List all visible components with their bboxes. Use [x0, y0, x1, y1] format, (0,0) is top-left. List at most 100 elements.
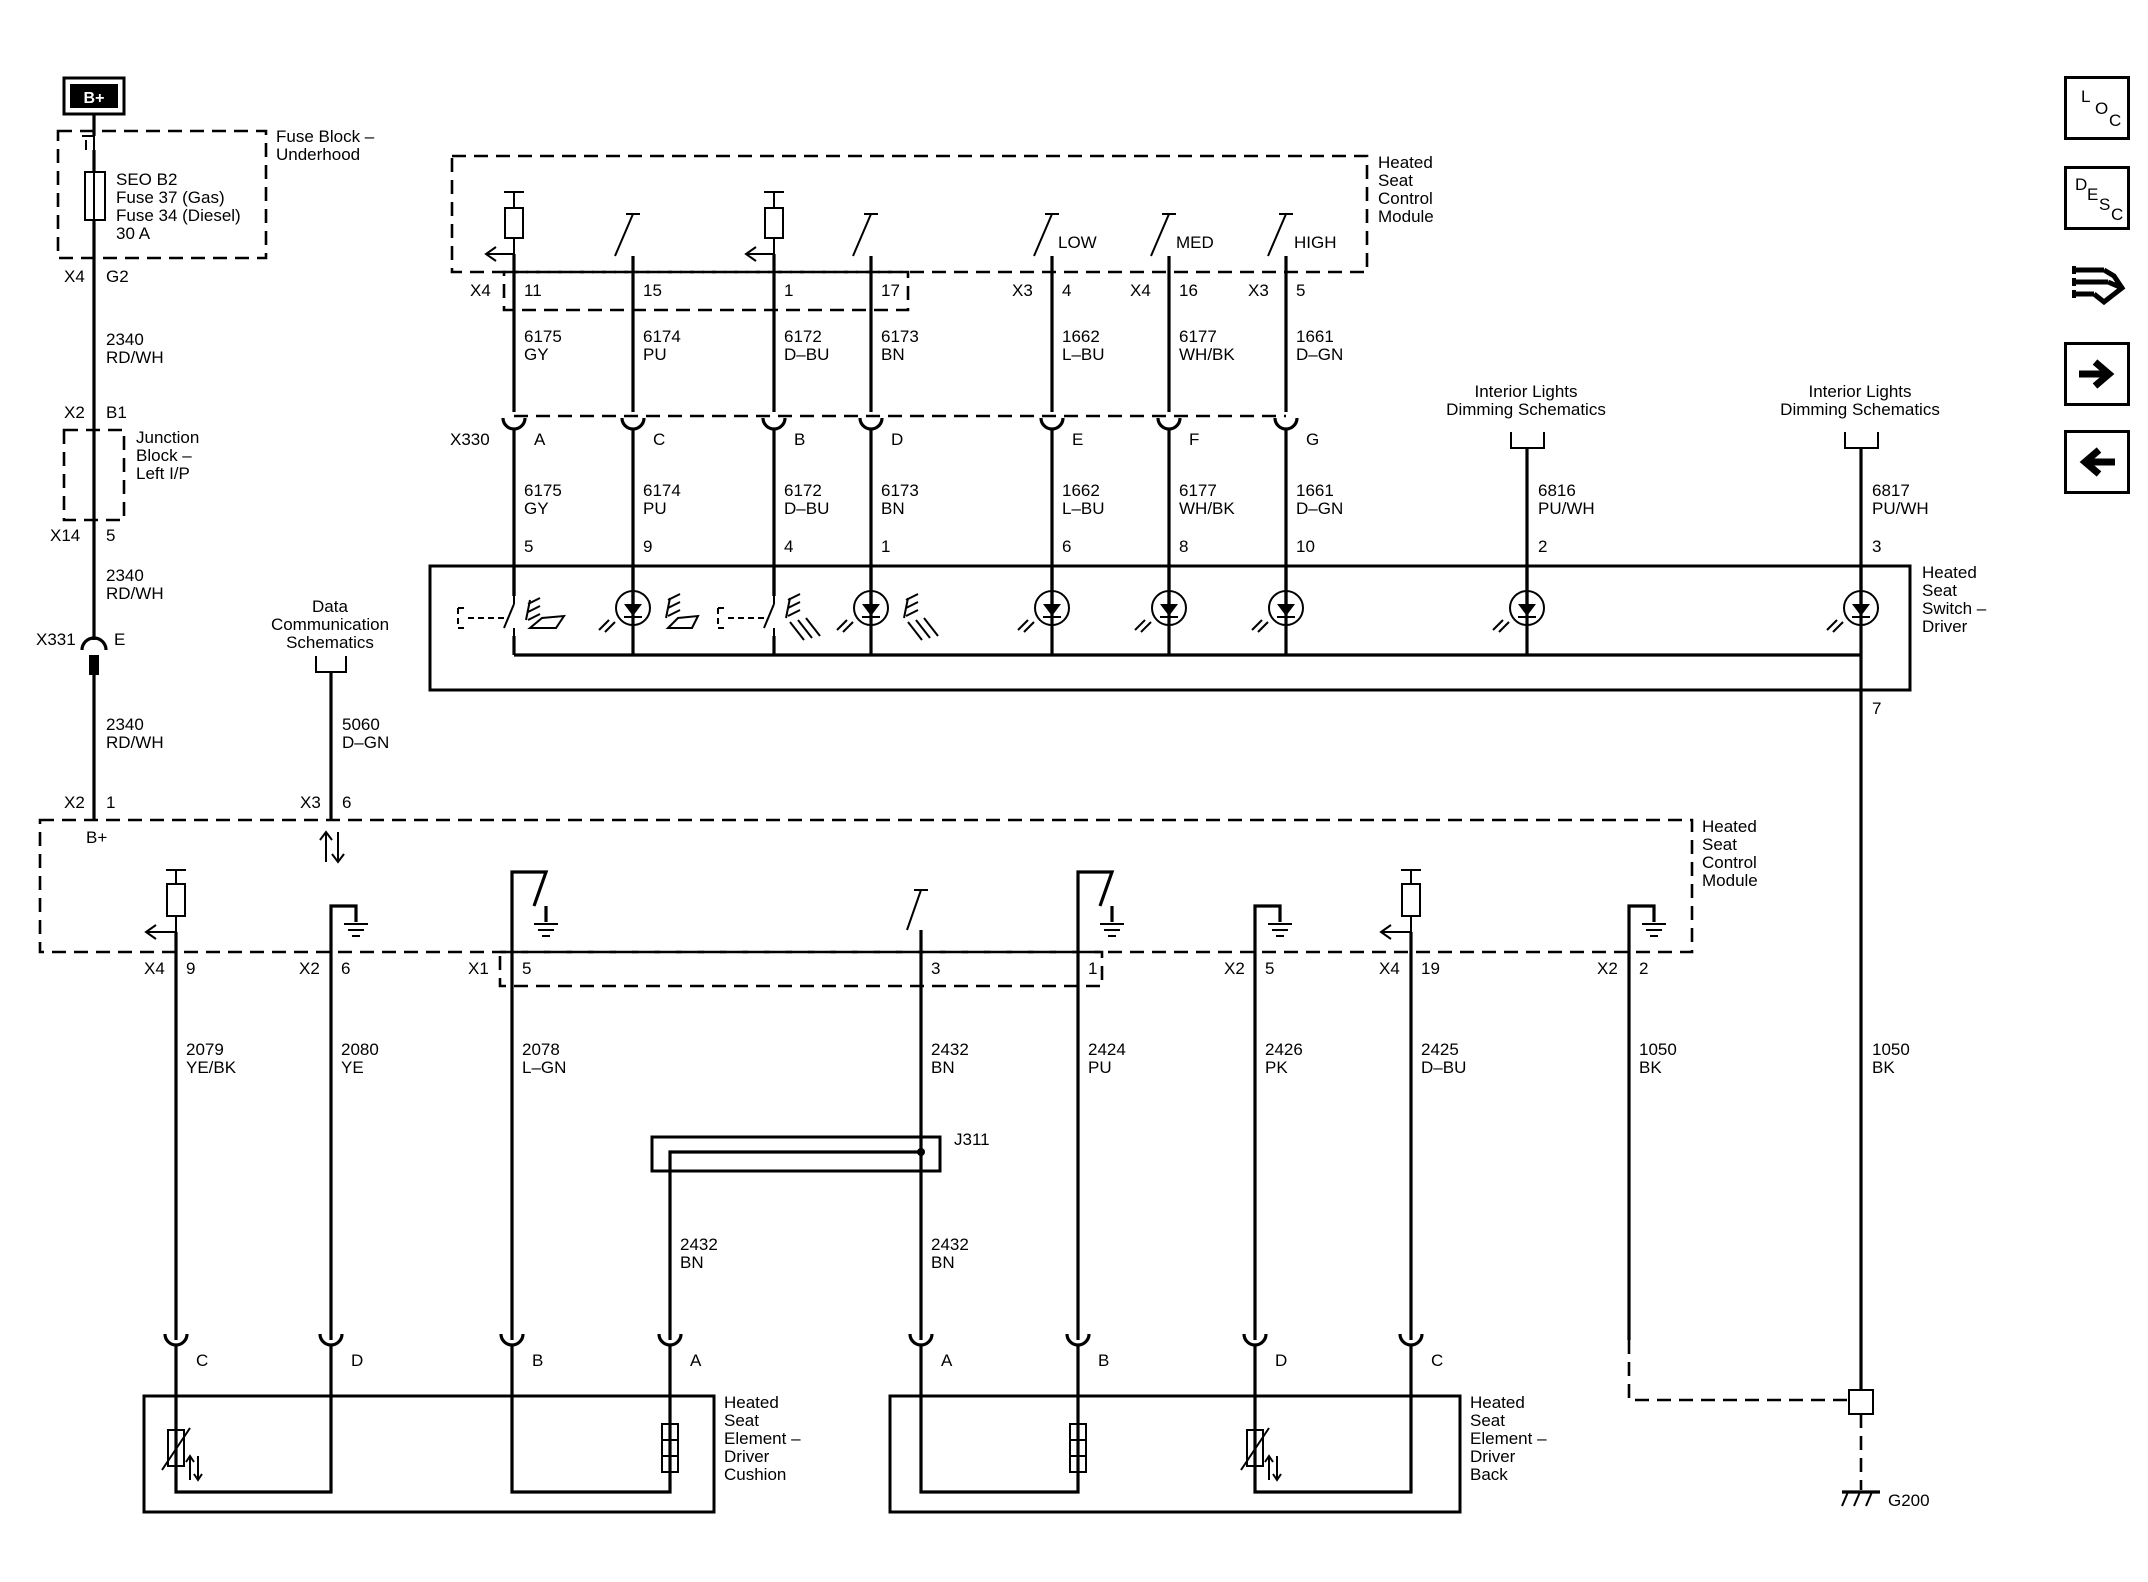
switch-title-3: Switch –	[1922, 599, 1987, 618]
location-button[interactable]: L O C	[2064, 76, 2130, 140]
diagram-label: X2	[1597, 959, 1618, 978]
switch-label-high: HIGH	[1294, 233, 1337, 252]
top-pin-4: 17	[881, 281, 900, 300]
diagram-label: 2	[1538, 537, 1547, 556]
data-comm-pin: 6	[342, 793, 351, 812]
junction-pin-bottom: 5	[106, 526, 115, 545]
diagram-label: 19	[1421, 959, 1440, 978]
diagram-label: 1661	[1296, 327, 1334, 346]
description-button[interactable]: D E S C	[2064, 166, 2130, 230]
top-conn-7: X3	[1248, 281, 1269, 300]
top-hscm-title-1: Heated	[1378, 153, 1433, 172]
diagram-label: PU	[643, 345, 667, 364]
top-pin-6: 16	[1179, 281, 1198, 300]
diagram-label: 6816	[1538, 481, 1576, 500]
diagram-label: G	[1306, 430, 1319, 449]
diagram-label: D–GN	[1296, 345, 1343, 364]
diagram-label: PU/WH	[1872, 499, 1929, 518]
cushion-title-4: Driver	[724, 1447, 770, 1466]
diagram-label: 5	[524, 537, 533, 556]
top-pin-5: 4	[1062, 281, 1071, 300]
diagram-label: 1	[881, 537, 890, 556]
top-hscm-title-4: Module	[1378, 207, 1434, 226]
top-hscm-title-3: Control	[1378, 189, 1433, 208]
diagram-label: PU/WH	[1538, 499, 1595, 518]
diagram-label: B	[794, 430, 805, 449]
loc-letter-l: L	[2081, 87, 2091, 106]
led-indicator-1	[598, 590, 651, 633]
diagram-label: PU	[1088, 1058, 1112, 1077]
splice-color-1: BN	[680, 1253, 704, 1272]
bottom-hscm-pin-group	[498, 950, 1104, 988]
previous-page-button[interactable]	[2064, 430, 2130, 494]
ground-wire-color: BK	[1872, 1058, 1895, 1077]
battery-box-inner	[70, 84, 118, 108]
fuse-line-1: SEO B2	[116, 170, 177, 189]
bottom-hscm-title-1: Heated	[1702, 817, 1757, 836]
diagram-label: GY	[524, 345, 549, 364]
next-page-button[interactable]	[2064, 342, 2130, 406]
diagram-label: 2078	[522, 1040, 560, 1059]
bottom-hscm-title-2: Seat	[1702, 835, 1737, 854]
data-comm-line-1: Data	[312, 597, 348, 616]
diagram-label: 6	[341, 959, 350, 978]
data-comm-wire: 5060	[342, 715, 380, 734]
diagram-label: 6175	[524, 481, 562, 500]
connector-icon	[2072, 266, 2126, 306]
diagram-label: 9	[186, 959, 195, 978]
diagram-label: 9	[643, 537, 652, 556]
loc-letter-o: O	[2095, 99, 2109, 118]
fuse-line-3: Fuse 34 (Diesel)	[116, 206, 241, 225]
diagram-label: X4	[1379, 959, 1400, 978]
diagram-label: 1050	[1639, 1040, 1677, 1059]
diagram-label: YE/BK	[186, 1058, 237, 1077]
j311-splice-box	[650, 1135, 942, 1173]
interior-lights-2-line-2: Dimming Schematics	[1780, 400, 1940, 419]
data-comm-line-3: Schematics	[286, 633, 374, 652]
diagram-label: E	[1072, 430, 1083, 449]
diagram-label: L–GN	[522, 1058, 566, 1077]
diagram-label: D–BU	[784, 345, 829, 364]
diagram-label: D–BU	[784, 499, 829, 518]
diagram-label: 6175	[524, 327, 562, 346]
supply-conn: X2	[64, 793, 85, 812]
diagram-label: B	[532, 1351, 543, 1370]
switch-pin-labels: 5 9 4 1 6 8 10	[524, 537, 1315, 556]
wire-2340-color-1: RD/WH	[106, 348, 164, 367]
back-title-3: Element –	[1470, 1429, 1547, 1448]
power-label: B+	[84, 90, 105, 107]
wire-2340-number-3: 2340	[106, 715, 144, 734]
top-conn-5: X3	[1012, 281, 1033, 300]
back-letters: A B D C	[941, 1351, 1443, 1370]
seat-switch-1-icon	[457, 596, 566, 640]
diagram-label: 2080	[341, 1040, 379, 1059]
x331-label: X331	[36, 630, 76, 649]
top-pin-3: 1	[784, 281, 793, 300]
top-pin-2: 15	[643, 281, 662, 300]
fuse-line-4: 30 A	[116, 224, 151, 243]
top-pin-7: 5	[1296, 281, 1305, 300]
diagram-label: PK	[1265, 1058, 1288, 1077]
cushion-title-3: Element –	[724, 1429, 801, 1448]
x330-label: X330	[450, 430, 490, 449]
diagram-label: 6173	[881, 327, 919, 346]
diagram-label: D	[1275, 1351, 1287, 1370]
diagram-label: 6	[1062, 537, 1071, 556]
diagram-label: X1	[468, 959, 489, 978]
diagram-label: 10	[1296, 537, 1315, 556]
diagram-label: BK	[1639, 1058, 1662, 1077]
led-indicator-med	[1134, 590, 1187, 633]
diagram-label: 5	[1265, 959, 1274, 978]
top-hscm-title-2: Seat	[1378, 171, 1413, 190]
connector-view-button[interactable]	[2064, 252, 2130, 316]
back-thermistor-icon	[1240, 1427, 1282, 1482]
interior-lights-2-line-1: Interior Lights	[1809, 382, 1912, 401]
junction-conn-bottom: X14	[50, 526, 80, 545]
diagram-label: A	[690, 1351, 702, 1370]
x331-inline-connector	[80, 636, 108, 651]
bidirectional-arrow-icon	[319, 830, 345, 864]
fuse-block-title: Fuse Block –	[276, 127, 375, 146]
fuse-line-2: Fuse 37 (Gas)	[116, 188, 225, 207]
diagram-label: 2432	[931, 1040, 969, 1059]
diagram-label: 1662	[1062, 481, 1100, 500]
